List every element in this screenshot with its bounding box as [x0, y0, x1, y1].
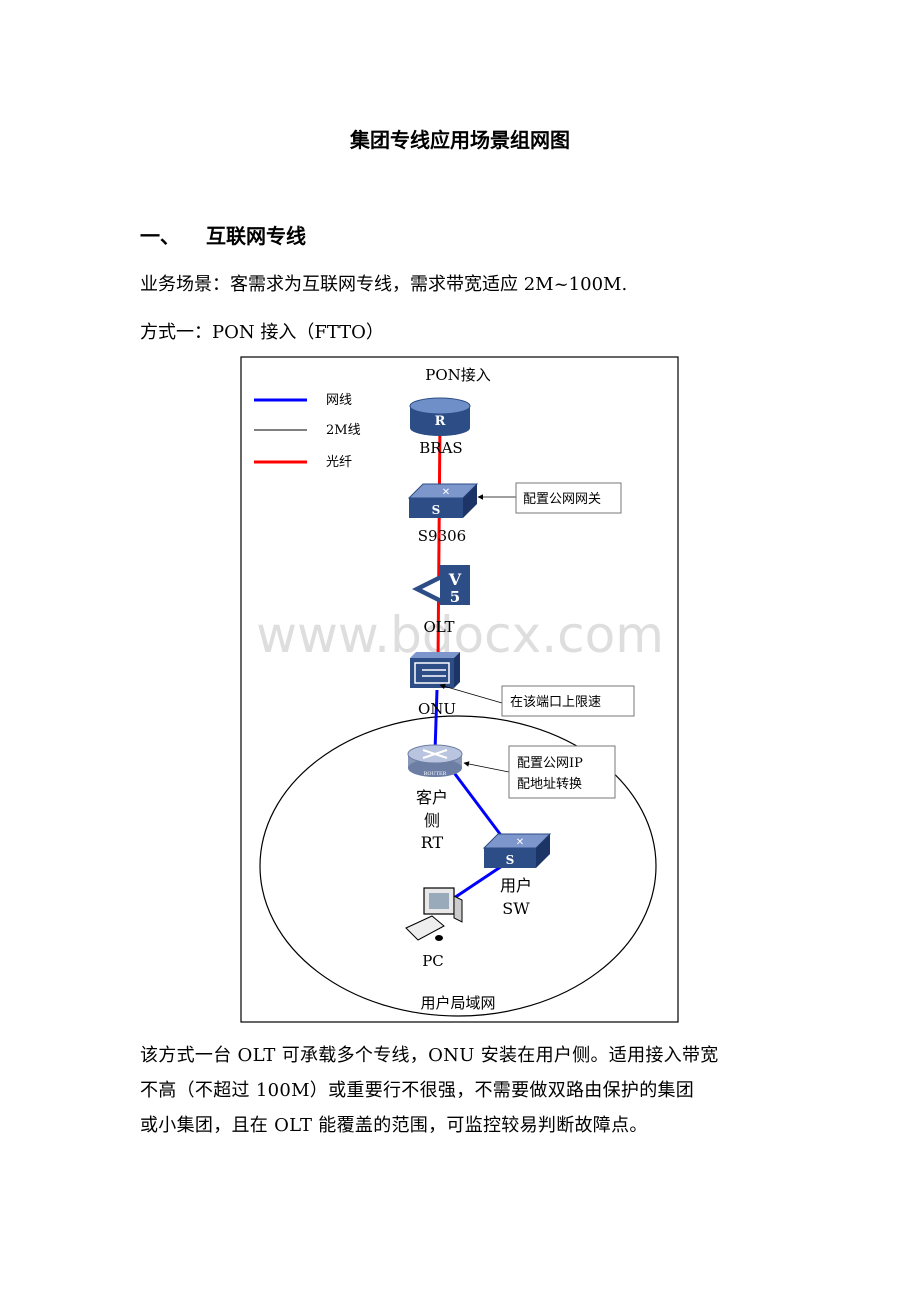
bras-label: BRAS: [419, 439, 462, 457]
rt-label-line2: 侧: [424, 811, 440, 830]
bras-router-icon: R: [409, 397, 471, 436]
nat-callout-arrow: [463, 761, 510, 773]
legend-2m-label: 2M线: [326, 423, 361, 438]
user-switch-letter: S: [506, 853, 515, 867]
user-lan-ellipse: [259, 715, 657, 1017]
method-paragraph: 方式一：PON 接入（FTTO）: [140, 322, 384, 343]
description-paragraph: 该方式一台 OLT 可承载多个专线，ONU 安装在用户侧。适用接入带宽 不高（不…: [140, 1038, 788, 1143]
onu-label: ONU: [418, 700, 456, 718]
rate-limit-callout-box: [501, 685, 635, 717]
diagram-frame: [240, 356, 679, 1023]
olt-digit: 5: [450, 588, 460, 606]
onu-rt-cable: [433, 689, 439, 753]
rt-sw-cable: [447, 765, 505, 839]
scenario-paragraph: 业务场景：客需求为互联网专线，需求带宽适应 2M~100M.: [140, 274, 628, 295]
legend-lan-label: 网线: [326, 393, 352, 408]
bras-letter: R: [435, 414, 446, 429]
gateway-callout-text: 配置公网网关: [523, 492, 601, 507]
legend: 网线 2M线 光纤: [254, 393, 361, 470]
customer-router-icon: ROUTER: [407, 744, 463, 777]
sw-label-line1: 用户: [500, 876, 532, 895]
olt-letter: V: [448, 570, 462, 589]
lan-label: 用户局域网: [420, 994, 495, 1012]
document-title: 集团专线应用场景组网图: [350, 128, 570, 152]
diagram-title: PON接入: [425, 366, 491, 384]
description-line-2: 不高（不超过 100M）或重要行不很强，不需要做双路由保护的集团: [140, 1080, 695, 1101]
description-line-1: 该方式一台 OLT 可承载多个专线，ONU 安装在用户侧。适用接入带宽: [140, 1045, 719, 1066]
user-switch-icon: S ✕: [482, 833, 552, 868]
rt-label-line1: 客户: [416, 788, 448, 807]
nat-callout-line2: 配地址转换: [517, 777, 582, 792]
fiber-link: [436, 417, 442, 665]
rate-limit-callout-text: 在该端口上限速: [510, 695, 601, 710]
customer-router-tag: ROUTER: [424, 771, 447, 777]
olt-label: OLT: [423, 618, 454, 636]
olt-icon: V 5: [412, 565, 470, 606]
section-title: 互联网专线: [206, 224, 306, 248]
s9306-letter: S: [432, 503, 441, 517]
section-number: 一、: [140, 224, 180, 248]
legend-fiber-label: 光纤: [326, 455, 352, 470]
s9306-label: S9306: [418, 527, 466, 545]
onu-icon: [410, 652, 460, 688]
svg-text:✕: ✕: [442, 487, 450, 498]
gateway-callout-box: [515, 482, 622, 514]
s9306-switch-icon: S ✕: [407, 483, 479, 518]
nat-callout-box: [508, 745, 616, 799]
network-diagram: www.bdocx.com PON接入 网线 2M线 光纤 R BRAS S ✕…: [240, 356, 679, 1023]
rate-limit-callout-arrow: [439, 683, 503, 704]
svg-text:✕: ✕: [516, 837, 524, 848]
description-line-3: 或小集团，且在 OLT 能覆盖的范围，可监控较易判断故障点。: [140, 1115, 648, 1136]
rt-label-line3: RT: [421, 833, 444, 852]
nat-callout-line1: 配置公网IP: [517, 756, 583, 771]
pc-label: PC: [422, 952, 444, 970]
section-heading: 一、 互联网专线: [140, 220, 306, 249]
sw-label-line2: SW: [502, 899, 530, 918]
pc-icon: [405, 887, 463, 941]
